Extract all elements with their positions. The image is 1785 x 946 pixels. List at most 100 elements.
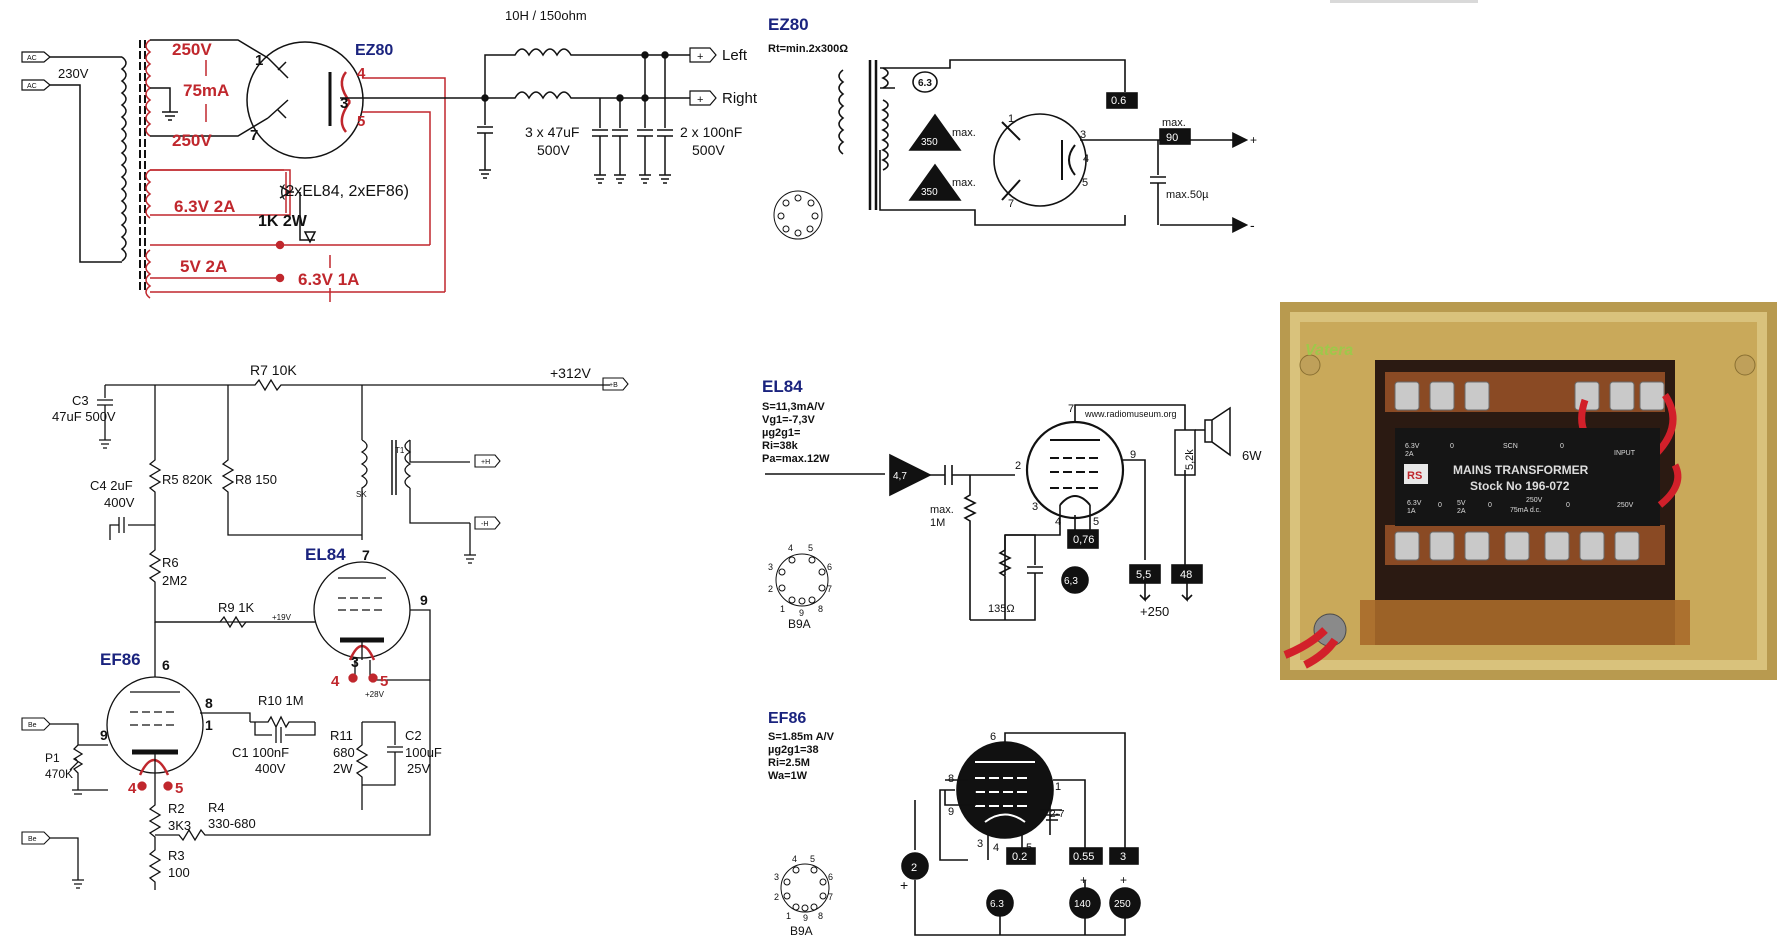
svg-text:+28V: +28V — [365, 690, 385, 699]
svg-text:+: + — [1250, 133, 1257, 147]
svg-text:T1: T1 — [395, 446, 405, 455]
svg-text:R2: R2 — [168, 801, 185, 816]
svg-text:µg2g1=38: µg2g1=38 — [768, 744, 819, 756]
power-supply-schematic: AC AC 230V 250V 75mA 250V 6.3V 2A (2xEL8… — [21, 8, 758, 302]
svg-text:max.: max. — [1162, 117, 1186, 129]
ez80-base-pins — [777, 194, 819, 237]
sec-bottom-voltage: 250V — [172, 131, 212, 150]
svg-text:6.3: 6.3 — [918, 78, 932, 89]
svg-text:5V: 5V — [1457, 500, 1466, 507]
c4-label: C4 2uF — [90, 478, 133, 493]
input-terminal-1: Be — [21, 717, 51, 731]
svg-text:5: 5 — [1082, 177, 1088, 189]
svg-text:3: 3 — [977, 838, 983, 850]
heater-winding-2 — [145, 249, 152, 299]
svg-text:3: 3 — [774, 872, 779, 882]
input-terminal-2: Be — [21, 831, 51, 845]
svg-text:AC: AC — [27, 55, 37, 62]
svg-text:7: 7 — [250, 127, 258, 144]
transformer-photo: 6.3V 2A 0 SCN 0 INPUT RS MAINS TRANSFORM… — [1280, 302, 1777, 680]
svg-text:Vg1=-7,3V: Vg1=-7,3V — [762, 414, 816, 426]
svg-text:SK: SK — [356, 490, 367, 499]
svg-text:EZ80: EZ80 — [768, 15, 809, 34]
output-right: + Right — [689, 90, 758, 107]
r4-label: R4 — [208, 800, 225, 815]
svg-text:1: 1 — [255, 52, 263, 69]
r10-label: R10 1M — [258, 693, 304, 708]
ef86-label: EF86 — [100, 650, 141, 669]
ez80-tube-symbol: 1 7 4 3 5 EZ80 — [246, 41, 393, 159]
svg-text:0: 0 — [1560, 443, 1564, 450]
svg-text:Left: Left — [722, 47, 748, 64]
choke-right — [485, 91, 690, 100]
svg-text:140: 140 — [1074, 899, 1091, 910]
svg-text:9: 9 — [799, 608, 804, 618]
r11-label: R11 — [330, 728, 353, 743]
svg-text:1M: 1M — [930, 517, 945, 529]
svg-text:9: 9 — [803, 913, 808, 923]
svg-text:-H: -H — [481, 521, 488, 528]
svg-text:R3: R3 — [168, 848, 185, 863]
choke-label: 10H / 150ohm — [505, 8, 587, 23]
svg-text:Ri=38k: Ri=38k — [762, 440, 799, 452]
svg-text:48: 48 — [1180, 569, 1192, 581]
svg-text:2: 2 — [911, 862, 917, 874]
heater1-label: 6.3V 2A — [174, 197, 235, 216]
el84-datasheet: EL84 S=11,3mA/V Vg1=-7,3V µg2g1= Ri=38k … — [762, 377, 1262, 631]
p1-label: P1 — [45, 751, 60, 765]
svg-text:0: 0 — [1450, 443, 1454, 450]
svg-text:75mA d.c.: 75mA d.c. — [1510, 507, 1541, 514]
hv-secondary-winding — [145, 39, 152, 137]
svg-text:6,3: 6,3 — [1064, 576, 1078, 587]
svg-text:6: 6 — [827, 562, 832, 572]
svg-text:Ri=2.5M: Ri=2.5M — [768, 757, 810, 769]
svg-text:max.: max. — [952, 127, 976, 139]
mains-voltage-label: 230V — [58, 66, 89, 81]
svg-text:Right: Right — [722, 90, 758, 107]
svg-text:4: 4 — [1055, 516, 1061, 528]
watermark-logo: Vatera — [1305, 342, 1353, 359]
svg-text:MAINS TRANSFORMER: MAINS TRANSFORMER — [1453, 463, 1589, 477]
svg-text:1: 1 — [1055, 781, 1061, 793]
b-plus-label: +312V — [550, 365, 592, 381]
svg-text:SCN: SCN — [1503, 443, 1518, 450]
sec-current: 75mA — [183, 81, 229, 100]
svg-text:C3: C3 — [72, 393, 89, 408]
svg-text:25V: 25V — [407, 761, 430, 776]
svg-text:3K3: 3K3 — [168, 818, 191, 833]
svg-text:max.: max. — [930, 504, 954, 516]
svg-text:500V: 500V — [537, 142, 570, 158]
svg-text:4: 4 — [128, 780, 137, 797]
top-bar-artifact — [1330, 0, 1478, 3]
svg-text:0.2: 0.2 — [1012, 851, 1027, 863]
svg-text:350: 350 — [921, 187, 938, 198]
svg-text:+B: +B — [609, 382, 618, 389]
svg-text:2-7: 2-7 — [1050, 809, 1065, 820]
svg-text:Be: Be — [28, 722, 37, 729]
svg-text:Pa=max.12W: Pa=max.12W — [762, 453, 830, 465]
svg-text:+H: +H — [481, 459, 490, 466]
svg-text:7: 7 — [1008, 198, 1014, 210]
svg-text:6: 6 — [828, 872, 833, 882]
svg-text:400V: 400V — [255, 761, 286, 776]
svg-text:www.radiomuseum.org: www.radiomuseum.org — [1084, 409, 1177, 419]
svg-text:+: + — [900, 877, 908, 893]
svg-text:7: 7 — [362, 547, 370, 563]
primary-winding — [120, 56, 127, 262]
svg-text:S=11,3mA/V: S=11,3mA/V — [762, 401, 825, 413]
svg-text:4: 4 — [993, 842, 999, 854]
svg-text:RS: RS — [1407, 470, 1422, 482]
heater-winding-1 — [145, 169, 152, 219]
svg-text:8: 8 — [818, 604, 823, 614]
svg-text:2: 2 — [774, 892, 779, 902]
svg-text:5,2k: 5,2k — [1184, 449, 1196, 470]
svg-text:+: + — [1120, 873, 1127, 887]
svg-text:2: 2 — [1015, 460, 1021, 472]
svg-text:500V: 500V — [692, 142, 725, 158]
svg-text:680: 680 — [333, 745, 355, 760]
svg-text:9: 9 — [100, 727, 108, 743]
svg-text:R6: R6 — [162, 555, 179, 570]
svg-text:8: 8 — [818, 911, 823, 921]
svg-text:6: 6 — [990, 731, 996, 743]
svg-text:B9A: B9A — [788, 617, 811, 631]
